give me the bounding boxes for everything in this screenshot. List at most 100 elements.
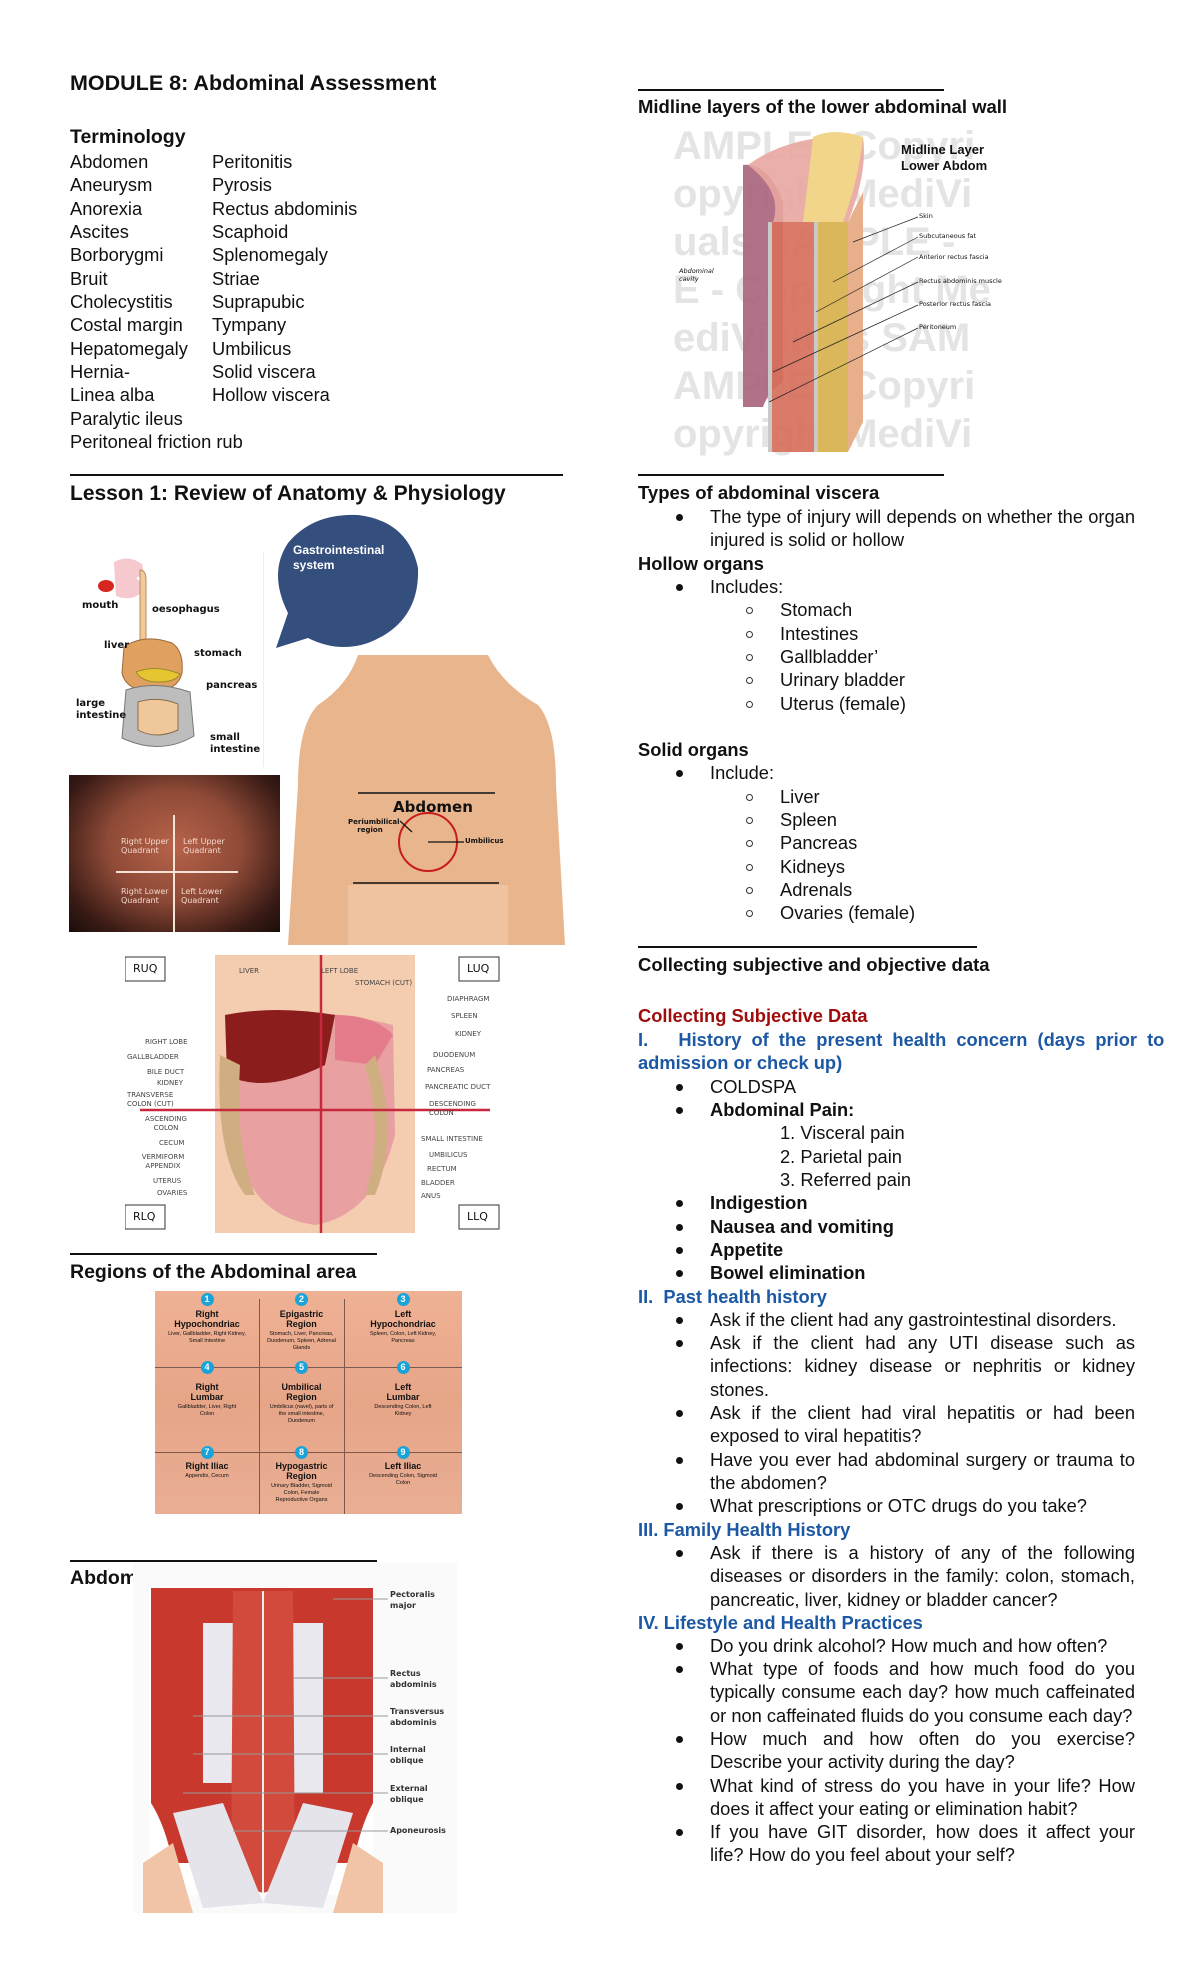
- quadrant-label: Right Upper Quadrant: [121, 837, 169, 855]
- term: Cholecystitis: [70, 291, 173, 312]
- circle-bullet-icon: [746, 840, 753, 847]
- term: Rectus abdominis: [212, 198, 358, 219]
- organ-label: PANCREAS: [427, 1066, 465, 1074]
- term: Pyrosis: [212, 174, 272, 195]
- organ-label: OVARIES: [157, 1189, 188, 1197]
- layer-label: Rectus abdominis muscle: [919, 277, 1002, 285]
- bullet-icon: [676, 1340, 683, 1347]
- muscle-label: Internal oblique: [390, 1745, 426, 1765]
- bubble-text-line1: Gastrointestinal: [293, 543, 385, 557]
- solid-lead: Include:: [710, 762, 775, 783]
- organ-label: DESCENDING COLON: [429, 1100, 476, 1117]
- abdominal-regions-diagram: 1 Right Hypochondriac Liver, Gallbladder…: [155, 1291, 462, 1514]
- assessment-item: COLDSPA: [710, 1076, 797, 1097]
- organ-label: VERMIFORM APPENDIX: [141, 1153, 185, 1170]
- organ-label: DIAPHRAGM: [447, 995, 490, 1003]
- section1-heading-line1: I. History of the present health concern…: [638, 1029, 1165, 1050]
- term: Striae: [212, 268, 260, 289]
- term: Splenomegaly: [212, 244, 328, 265]
- hollow-item: Stomach: [780, 599, 853, 620]
- gi-label: small intestine: [210, 732, 261, 755]
- organ-label: TRANSVERSE COLON (CUT): [127, 1091, 174, 1108]
- gi-label: pancreas: [206, 680, 258, 691]
- term: Ascites: [70, 221, 129, 242]
- regions-heading: Regions of the Abdominal area: [70, 1261, 357, 1283]
- region-cell-2: 2 Epigastric Region Stomach, Liver, Panc…: [267, 1293, 336, 1351]
- layer-label: Anterior rectus fascia: [919, 253, 989, 261]
- subjective-data-heading: Collecting Subjective Data: [638, 1005, 868, 1026]
- hollow-item: Gallbladder’: [780, 646, 879, 667]
- solid-item: Kidneys: [780, 856, 846, 877]
- organ-label: SPLEEN: [451, 1012, 478, 1020]
- organ-label: BLADDER: [421, 1179, 455, 1187]
- torso-region-label: Periumbilical region: [348, 818, 400, 834]
- organ-label: STOMACH (CUT): [355, 979, 413, 987]
- corner-label: LUQ: [467, 962, 490, 975]
- organ-label: UMBILICUS: [429, 1151, 468, 1159]
- quadrant-label: Left Upper Quadrant: [183, 837, 225, 855]
- gi-label: liver: [104, 640, 130, 651]
- region-cell-1: 1 Right Hypochondriac Liver, Gallbladder…: [168, 1293, 246, 1344]
- cavity-label: Abdominal cavity: [679, 267, 714, 283]
- term: Suprapubic: [212, 291, 305, 312]
- organ-label: SMALL INTESTINE: [421, 1135, 483, 1143]
- organ-label: KIDNEY: [455, 1030, 481, 1038]
- section3-heading: III. Family Health History: [638, 1519, 851, 1540]
- term: Abdomen: [70, 151, 149, 172]
- question-item: If you have GIT disorder, how does it af…: [710, 1821, 1135, 1866]
- bullet-icon: [676, 1317, 683, 1324]
- circle-bullet-icon: [746, 677, 753, 684]
- bullet-icon: [676, 1247, 683, 1254]
- bullet-icon: [676, 1503, 683, 1510]
- question-item: Do you drink alcohol? How much and how o…: [710, 1635, 1108, 1656]
- hollow-item: Intestines: [780, 623, 859, 644]
- term: Costal margin: [70, 314, 183, 335]
- organ-label: LIVER: [239, 967, 260, 975]
- region-cell-5: 5 Umbilical Region Umbilicus (navel), pa…: [269, 1361, 334, 1424]
- muscle-label: External oblique: [390, 1784, 428, 1804]
- term: Hepatomegaly: [70, 338, 188, 359]
- hollow-item: Uterus (female): [780, 693, 906, 714]
- term: Umbilicus: [212, 338, 292, 359]
- figure-title: Midline Layer: [901, 142, 985, 157]
- assessment-item: Bowel elimination: [710, 1262, 866, 1283]
- layer-label: Skin: [919, 212, 933, 220]
- bullet-icon: [676, 1084, 683, 1091]
- gi-label: mouth: [82, 600, 119, 611]
- region-cell-3: 3 Left Hypochondriac Spleen, Colon, Left…: [369, 1293, 437, 1344]
- figure-title: Lower Abdom: [901, 158, 988, 173]
- bullet-icon: [676, 1736, 683, 1743]
- abdominal-wall-muscles-diagram: Pectoralis major Rectus abdominis Transv…: [133, 1563, 457, 1913]
- bullet-icon: [676, 1666, 683, 1673]
- bullet-icon: [676, 514, 683, 521]
- region-cell-6: 6 Left Lumbar Descending Colon, Left Kid…: [374, 1361, 432, 1417]
- term: Hernia-: [70, 361, 130, 382]
- organ-label: GALLBLADDER: [127, 1053, 179, 1061]
- bullet-icon: [676, 1200, 683, 1207]
- solid-item: Pancreas: [780, 832, 858, 853]
- organ-label: DUODENUM: [433, 1051, 476, 1059]
- circle-bullet-icon: [746, 701, 753, 708]
- assessment-item: Abdominal Pain:: [710, 1099, 855, 1120]
- question-item: How much and how often do you exercise? …: [710, 1728, 1135, 1773]
- midline-layers-diagram: AMPLE - Copyri opyright MediVi uals SAMP…: [673, 122, 1008, 457]
- section-divider: [70, 1560, 377, 1562]
- term: Bruit: [70, 268, 108, 289]
- organ-label: KIDNEY: [157, 1079, 183, 1087]
- solid-heading: Solid organs: [638, 739, 749, 760]
- hollow-heading: Hollow organs: [638, 553, 764, 574]
- page-title: MODULE 8: Abdominal Assessment: [70, 71, 437, 95]
- layer-label: Posterior rectus fascia: [919, 300, 992, 308]
- term: Linea alba: [70, 384, 155, 405]
- organ-label: ANUS: [421, 1192, 441, 1200]
- bullet-icon: [676, 1107, 683, 1114]
- organ-label: ASCENDING COLON: [145, 1115, 187, 1132]
- term: Scaphoid: [212, 221, 289, 242]
- viscera-intro: The type of injury will depends on wheth…: [710, 506, 1135, 551]
- term: Borborygmi: [70, 244, 164, 265]
- organ-label: CECUM: [159, 1139, 185, 1147]
- circle-bullet-icon: [746, 887, 753, 894]
- solid-item: Liver: [780, 786, 820, 807]
- term: Solid viscera: [212, 361, 316, 382]
- region-cell-7: 7 Right Iliac Appendix, Cecum: [185, 1446, 229, 1479]
